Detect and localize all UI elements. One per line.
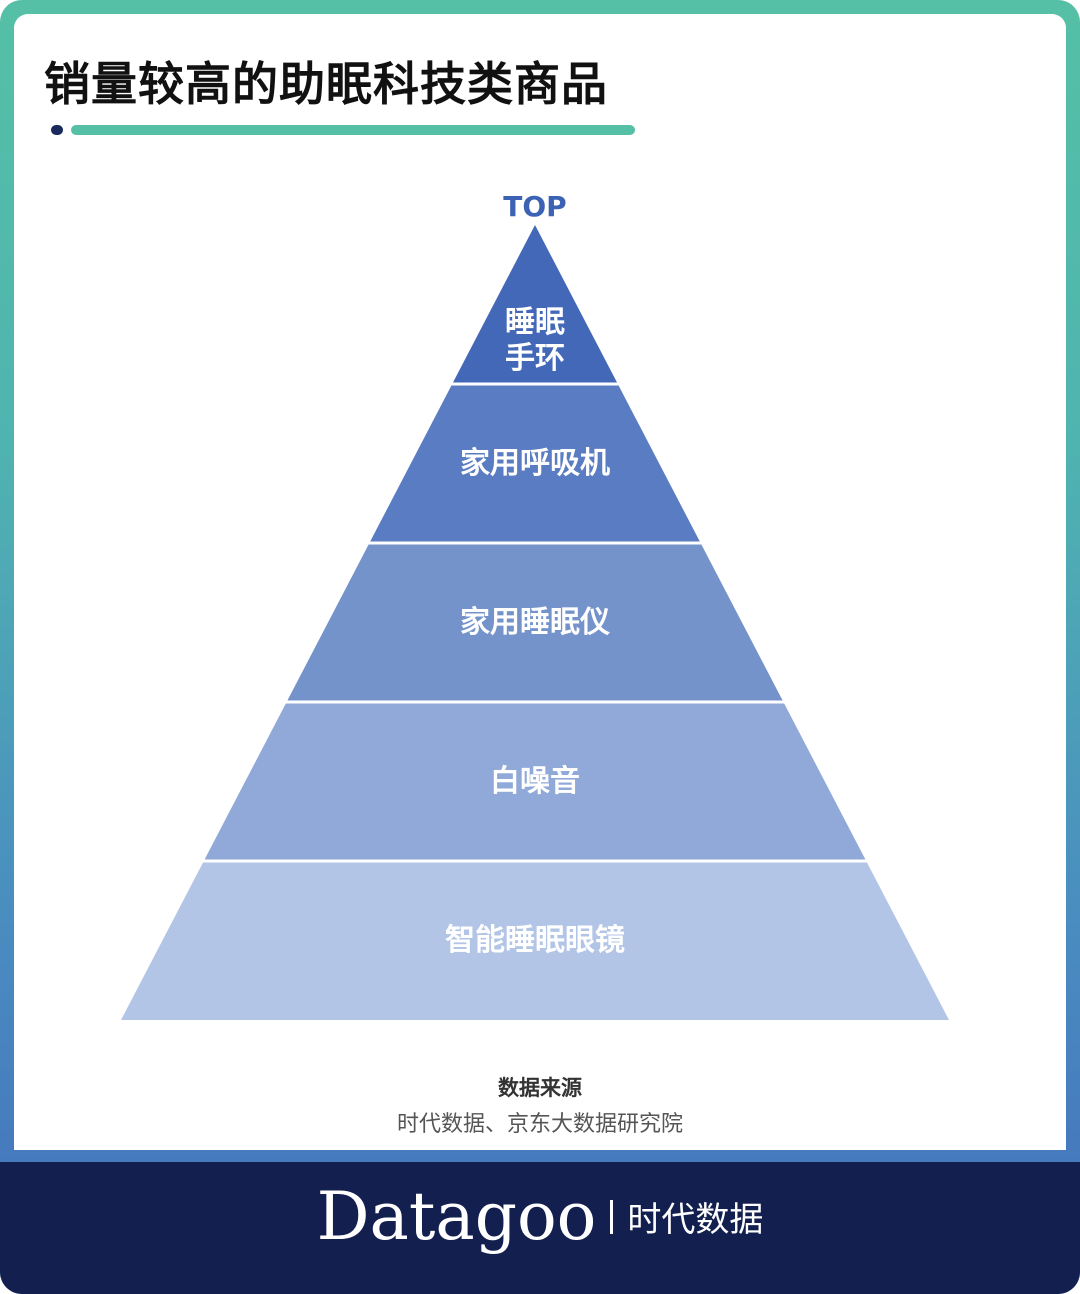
pyramid-level-label: 睡眠 手环 xyxy=(505,305,565,377)
title-underline-dot xyxy=(51,125,63,135)
pyramid-level-label: 智能睡眠眼镜 xyxy=(445,922,625,958)
pyramid-level-label: 家用呼吸机 xyxy=(460,445,610,481)
source-text: 时代数据、京东大数据研究院 xyxy=(396,1112,683,1137)
page-title: 销量较高的助眠科技类商品 xyxy=(44,57,608,111)
pyramid-level-1 xyxy=(452,225,618,383)
pyramid-level-2 xyxy=(370,385,700,542)
logo-chinese: 时代数据 xyxy=(627,1200,764,1240)
pyramid-level-label: 白噪音 xyxy=(490,763,580,799)
pyramid-level-5 xyxy=(121,862,949,1020)
logo-separator xyxy=(610,1199,614,1234)
pyramid-level-4 xyxy=(204,703,866,860)
footer-band xyxy=(0,1162,1080,1294)
logo-english: Datagoo xyxy=(316,1178,597,1255)
pyramid-level-3 xyxy=(287,544,783,701)
pyramid-top-label: TOP xyxy=(503,190,567,223)
brand-logo: Datagoo 时代数据 xyxy=(0,1178,1080,1255)
pyramid-level-label: 家用睡眠仪 xyxy=(460,604,610,640)
source-heading: 数据来源 xyxy=(498,1076,582,1100)
title-underline-bar xyxy=(71,125,635,135)
